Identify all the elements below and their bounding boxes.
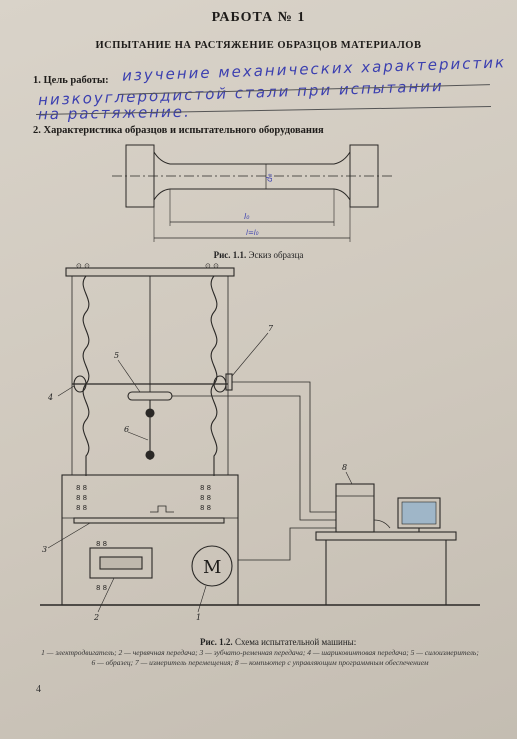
callout-1: 1 — [196, 613, 201, 622]
specimen-upper-profile — [153, 151, 351, 165]
figure2-caption-text: Схема испытательной машины: — [234, 637, 357, 647]
callout-4: 4 — [47, 393, 53, 402]
figure1-caption-num: Рис. 1.1. — [213, 250, 247, 260]
figure2-caption: Рис. 1.2. Схема испытательной машины: — [200, 637, 356, 647]
callout-7: 7 — [268, 324, 274, 333]
callout-8: 8 — [342, 463, 347, 472]
svg-text:8 8: 8 8 — [200, 484, 211, 492]
svg-text:8 8: 8 8 — [200, 494, 211, 502]
callout-3: 3 — [42, 545, 47, 554]
computer-table — [315, 531, 457, 541]
section2-label: 2. Характеристика образцов и испытательн… — [33, 125, 324, 136]
svg-text:⊙ ⊙: ⊙ ⊙ — [205, 262, 219, 270]
motor — [191, 545, 233, 587]
callout-2: 2 — [93, 613, 99, 622]
svg-text:8 8: 8 8 — [200, 504, 211, 512]
worm-gear — [89, 547, 153, 579]
svg-text:⊙ ⊙: ⊙ ⊙ — [76, 262, 90, 270]
callout-5: 5 — [114, 351, 119, 360]
svg-text:8 8: 8 8 — [76, 494, 87, 502]
svg-text:8 8: 8 8 — [96, 540, 107, 548]
specimen-lower-profile — [153, 188, 351, 201]
force-sensor — [127, 391, 173, 401]
svg-text:8 8: 8 8 — [76, 504, 87, 512]
computer-unit — [335, 483, 375, 533]
svg-text:8 8: 8 8 — [96, 584, 107, 592]
left-screw — [82, 275, 90, 476]
belt-drive — [73, 517, 225, 524]
figure1-caption-text: Эскиз образца — [248, 250, 304, 260]
motor-symbol: M — [203, 557, 221, 578]
ball-nut-left — [73, 375, 87, 393]
page-title: РАБОТА № 1 — [211, 10, 306, 25]
dim-total-label: l=l₀ — [246, 229, 259, 237]
figure2-legend: 1 — электродвигатель; 2 — червячная пере… — [41, 648, 479, 667]
dim-l0-label: l₀ — [244, 212, 250, 221]
displacement-meter — [225, 373, 233, 391]
page-subtitle: ИСПЫТАНИЕ НА РАСТЯЖЕНИЕ ОБРАЗЦОВ МАТЕРИА… — [95, 40, 422, 51]
callout-6: 6 — [124, 425, 129, 434]
dim-d-label: d₀ — [265, 173, 274, 182]
section1-label: 1. Цель работы: — [33, 75, 109, 86]
figure2-caption-num: Рис. 1.2. — [200, 637, 233, 647]
figure1-caption: Рис. 1.1. Эскиз образца — [0, 250, 517, 260]
svg-text:8 8: 8 8 — [76, 484, 87, 492]
page-number: 4 — [36, 684, 41, 695]
right-screw — [210, 275, 218, 476]
